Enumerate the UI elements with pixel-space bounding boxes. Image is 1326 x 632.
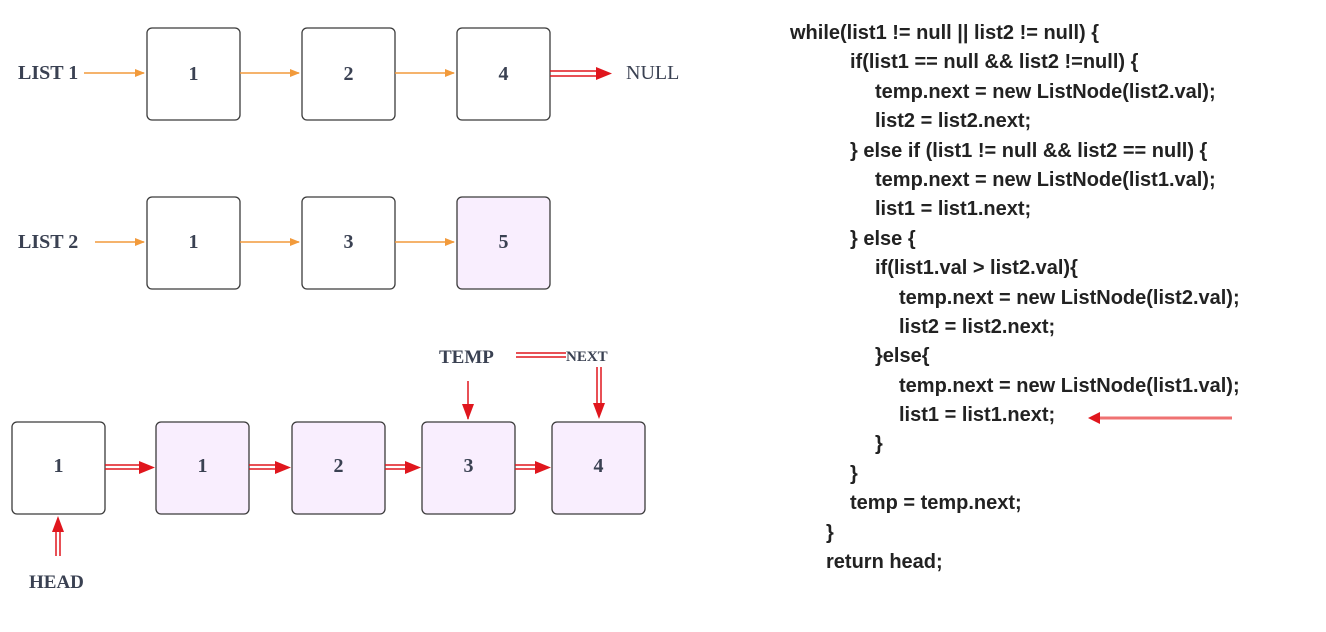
- head-label: HEAD: [29, 572, 84, 593]
- code-line-pointer: [1088, 412, 1232, 424]
- code-line: } else {: [850, 227, 916, 250]
- list1-label: LIST 1: [18, 62, 78, 84]
- merged-node-highlighted: 2: [291, 421, 386, 515]
- node-value: 5: [499, 231, 509, 253]
- code-line: temp.next = new ListNode(list2.val);: [899, 286, 1240, 309]
- merged-node-highlighted: 4: [551, 421, 646, 515]
- list1-node: 2: [301, 27, 396, 121]
- code-line: list1 = list1.next;: [899, 404, 1056, 427]
- list2-label: LIST 2: [18, 231, 78, 253]
- node-value: 4: [594, 455, 604, 477]
- linked-list-diagram: LIST 1 1 2 4 NULL LIST 2 1: [11, 27, 679, 593]
- code-line: temp.next = new ListNode(list1.val);: [875, 168, 1216, 191]
- code-line: if(list1 == null && list2 !=null) {: [850, 51, 1139, 74]
- code-line: temp = temp.next;: [850, 492, 1022, 515]
- code-line: list1 = list1.next;: [875, 198, 1032, 221]
- code-line: return head;: [826, 551, 943, 574]
- node-value: 1: [189, 231, 199, 253]
- merged-link-arrow: [249, 461, 291, 474]
- code-line: list2 = list2.next;: [899, 315, 1056, 338]
- merged-node-highlighted: 3: [421, 421, 516, 515]
- code-line: temp.next = new ListNode(list1.val);: [899, 374, 1240, 397]
- list2-node: 3: [301, 196, 396, 290]
- node-value: 4: [499, 63, 509, 85]
- next-pointer-arrow: [593, 367, 605, 419]
- list1-node: 4: [456, 27, 551, 121]
- code-line: }: [875, 433, 883, 456]
- code-line: }: [826, 521, 834, 544]
- node-value: 1: [54, 455, 64, 477]
- node-value: 2: [344, 63, 354, 85]
- node-value: 1: [189, 63, 199, 85]
- node-value: 2: [334, 455, 344, 477]
- null-double-arrow: [550, 67, 612, 80]
- next-label: NEXT: [566, 349, 608, 365]
- node-value: 3: [344, 231, 354, 253]
- list2-node: 1: [146, 196, 241, 290]
- temp-next-connector: [516, 352, 566, 358]
- code-line: while(list1 != null || list2 != null) {: [790, 22, 1100, 44]
- list2-node-highlighted: 5: [456, 196, 551, 290]
- node-value: 1: [198, 455, 208, 477]
- list2-row: LIST 2 1 3 5: [18, 196, 551, 290]
- merged-link-arrow: [105, 461, 155, 474]
- merged-node: 1: [11, 421, 106, 515]
- code-line: }: [850, 462, 858, 485]
- merged-link-arrow: [385, 461, 421, 474]
- merged-list-row: TEMP NEXT 1 1: [11, 347, 646, 593]
- code-line: if(list1.val > list2.val){: [875, 257, 1078, 280]
- list1-row: LIST 1 1 2 4 NULL: [18, 27, 679, 121]
- merged-node-highlighted: 1: [155, 421, 250, 515]
- head-pointer-arrow: [52, 516, 64, 556]
- temp-label: TEMP: [439, 347, 494, 368]
- null-label: NULL: [626, 62, 679, 84]
- node-value: 3: [464, 455, 474, 477]
- merged-link-arrow: [515, 461, 551, 474]
- code-line: }else{: [875, 345, 930, 368]
- code-line: } else if (list1 != null && list2 == nul…: [850, 139, 1208, 162]
- code-line: temp.next = new ListNode(list2.val);: [875, 80, 1216, 103]
- list1-node: 1: [146, 27, 241, 121]
- code-snippet: while(list1 != null || list2 != null) { i…: [790, 19, 1240, 577]
- code-line: list2 = list2.next;: [875, 110, 1032, 133]
- code-pointer-arrowhead: [1088, 412, 1100, 424]
